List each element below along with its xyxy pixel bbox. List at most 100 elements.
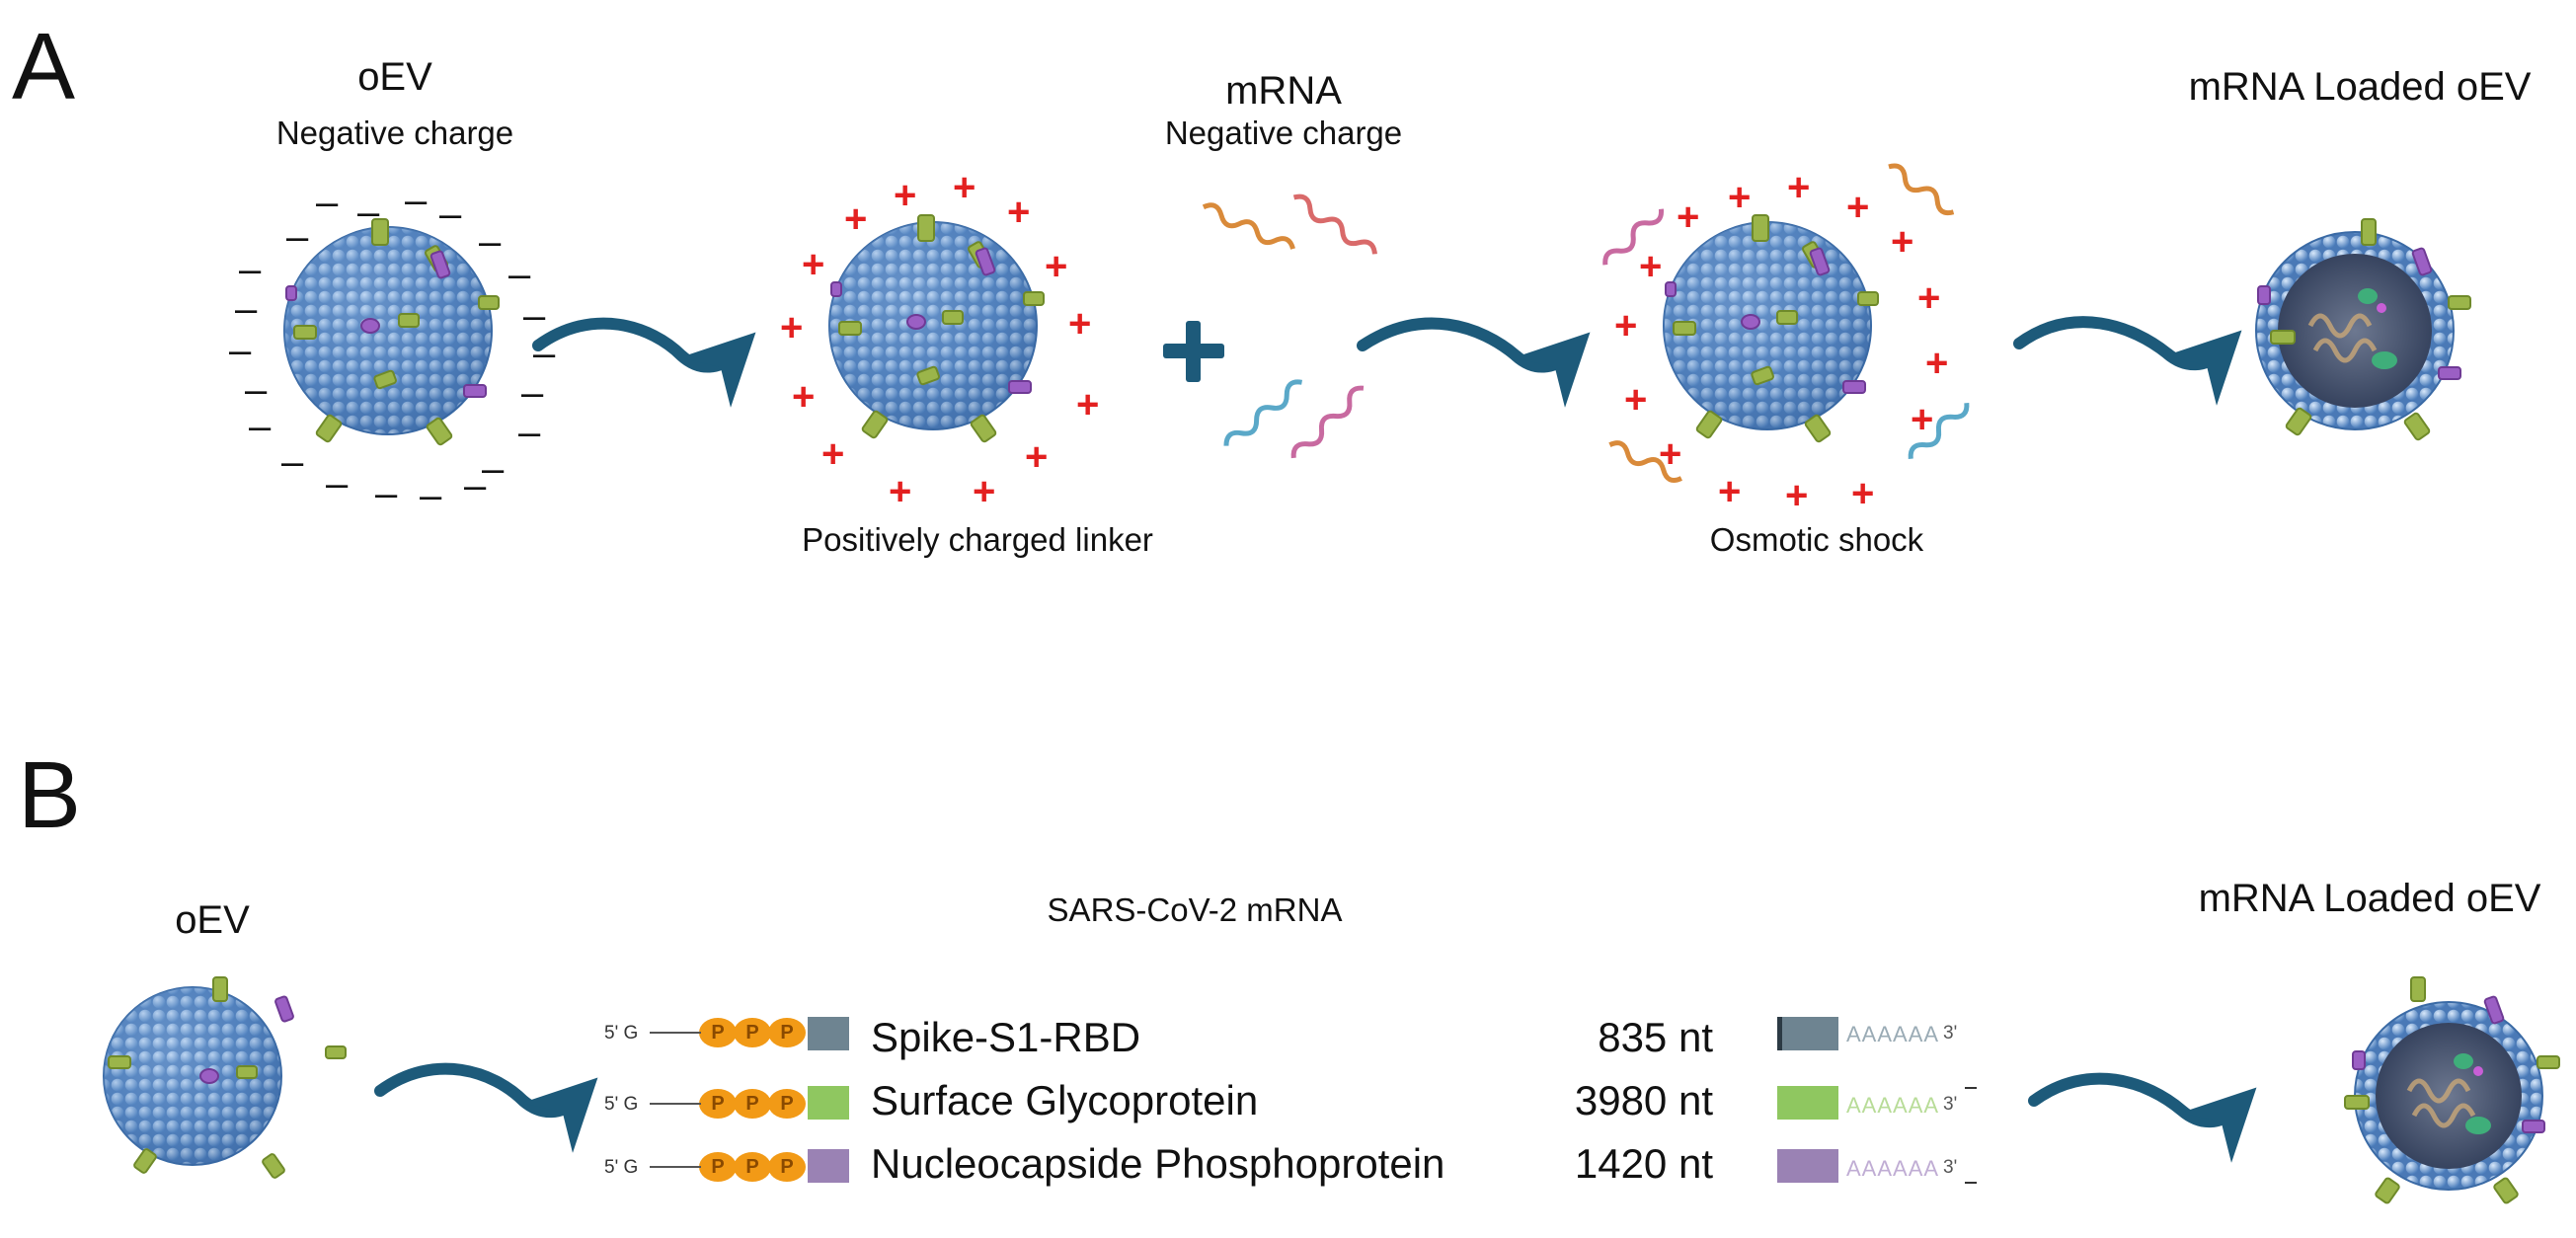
cap-phosphate-icon: P <box>699 1018 737 1047</box>
arrow-a-1 <box>532 317 756 408</box>
five-prime-label: 5' G <box>604 1023 639 1044</box>
poly-a-tail: AAAAAA <box>1846 1093 1940 1118</box>
plus-sign: + <box>973 470 996 513</box>
five-prime-label: 5' G <box>604 1094 639 1115</box>
plus-sign: + <box>1846 186 1870 229</box>
five-prime-label: 5' G <box>604 1157 639 1178</box>
plus-sign: + <box>1614 304 1638 348</box>
plus-sign: + <box>1787 166 1811 209</box>
panel-a-mrna-subtitle: Negative charge <box>1164 115 1403 151</box>
cap-phosphate-icon: P <box>734 1018 771 1047</box>
surface-proteins-a-purple <box>285 250 487 398</box>
construct-label: Surface Glycoprotein <box>871 1077 1259 1123</box>
panel-b-label: B <box>18 742 82 848</box>
plus-sign: + <box>1677 195 1700 239</box>
plus-sign: + <box>1718 470 1742 513</box>
oev-vesicle-a <box>283 226 493 435</box>
cap-phosphate-icon: P <box>768 1089 806 1119</box>
cap-phosphate-icon: P <box>768 1018 806 1047</box>
minus-sign: – <box>229 329 252 372</box>
mrna-strands-shock <box>1602 163 1970 483</box>
three-prime-label: 3' <box>1943 1157 1958 1178</box>
three-prime-label: 3' <box>1943 1094 1958 1115</box>
plus-sign: + <box>1911 398 1934 441</box>
spike-tail-block <box>1777 1017 1838 1050</box>
construct-length: 3980 nt <box>1574 1077 1713 1123</box>
plus-sign: + <box>1851 472 1875 515</box>
loaded-vesicle-b-purple <box>2352 995 2545 1133</box>
cap-phosphate-icon: P <box>734 1089 771 1119</box>
combine-plus-icon <box>1163 321 1224 382</box>
minus-sign: – <box>249 405 272 448</box>
minus-sign: – <box>286 215 309 259</box>
plus-sign: + <box>844 197 868 241</box>
plus-sign: + <box>894 174 917 217</box>
construct-length: 835 nt <box>1598 1014 1713 1060</box>
loaded-vesicle-b <box>2354 1001 2543 1191</box>
poly-a-tail: AAAAAA <box>1846 1156 1940 1181</box>
minus-sign: – <box>420 474 442 517</box>
surface-proteins-linker-purple <box>830 247 1032 394</box>
minus-sign: – <box>479 220 502 264</box>
surface-proteins-shock <box>1673 214 1879 443</box>
panel-a-label: A <box>12 14 76 119</box>
cap-phosphate-icon: P <box>734 1152 771 1182</box>
plus-sign: + <box>780 306 804 349</box>
glycoprotein-tail-block <box>1777 1086 1838 1120</box>
plus-sign: + <box>1659 432 1682 476</box>
plus-sign: + <box>1639 245 1663 288</box>
glycoprotein-block <box>808 1086 849 1120</box>
plus-sign: + <box>1007 191 1031 234</box>
plus-sign: + <box>1624 378 1648 422</box>
panel-a-oev-title: oEV <box>357 55 432 99</box>
cap-phosphate-icon: P <box>699 1152 737 1182</box>
minus-sign: – <box>245 368 268 412</box>
three-prime-label: 3' <box>1943 1023 1958 1044</box>
surface-proteins-shock-purple <box>1665 247 1866 394</box>
plus-sign: + <box>953 166 976 209</box>
plus-sign: + <box>1925 342 1949 385</box>
spike-block <box>808 1017 849 1050</box>
minus-sign: – <box>405 179 428 222</box>
minus-sign: – <box>523 294 546 338</box>
panel-b-oev-title: oEV <box>175 898 250 942</box>
minus-sign: – <box>281 440 304 484</box>
construct-length: 1420 nt <box>1574 1140 1713 1187</box>
minus-sign: – <box>464 464 487 507</box>
minus-sign: – <box>316 181 339 224</box>
arrow-a-2 <box>1357 317 1591 408</box>
oev-vesicle-b <box>103 986 282 1166</box>
panel-a-loaded-title: mRNA Loaded oEV <box>2188 65 2532 109</box>
loaded-vesicle-a <box>2255 231 2455 430</box>
cap-phosphate-icon: P <box>768 1152 806 1182</box>
phosphoprotein-block <box>808 1149 849 1183</box>
plus-sign: + <box>821 432 845 476</box>
construct-label: Spike-S1-RBD <box>871 1014 1141 1060</box>
minus-sign: – <box>518 411 541 454</box>
minus-sign: – <box>439 193 462 236</box>
plus-sign: + <box>1025 435 1049 479</box>
construct-label: Nucleocapside Phosphoprotein <box>871 1140 1445 1187</box>
arrow-a-3 <box>2013 316 2242 406</box>
phosphoprotein-tail-block <box>1777 1149 1838 1183</box>
plus-sign: + <box>1068 302 1092 346</box>
minus-sign: – <box>482 447 505 491</box>
arrow-b-2 <box>2028 1072 2257 1163</box>
panel-b-mrna-title: SARS-CoV-2 mRNA <box>1047 891 1343 928</box>
plus-sign: + <box>1045 245 1068 288</box>
plus-sign: + <box>1076 383 1100 426</box>
surface-proteins-b-purple <box>199 995 294 1084</box>
minus-sign: – <box>235 287 258 331</box>
minus-sign: – <box>375 472 398 515</box>
arrow-b-1 <box>374 1062 598 1153</box>
cap-phosphate-icon: P <box>699 1089 737 1119</box>
plus-sign: + <box>792 375 816 419</box>
construct-graphics <box>650 1017 1977 1184</box>
plus-sign: + <box>1785 474 1809 517</box>
poly-a-tail: AAAAAA <box>1846 1022 1940 1046</box>
plus-sign: + <box>1728 176 1752 219</box>
minus-sign: – <box>508 253 531 296</box>
loaded-vesicle-a-purple <box>2257 247 2461 380</box>
plus-sign: + <box>889 470 912 513</box>
